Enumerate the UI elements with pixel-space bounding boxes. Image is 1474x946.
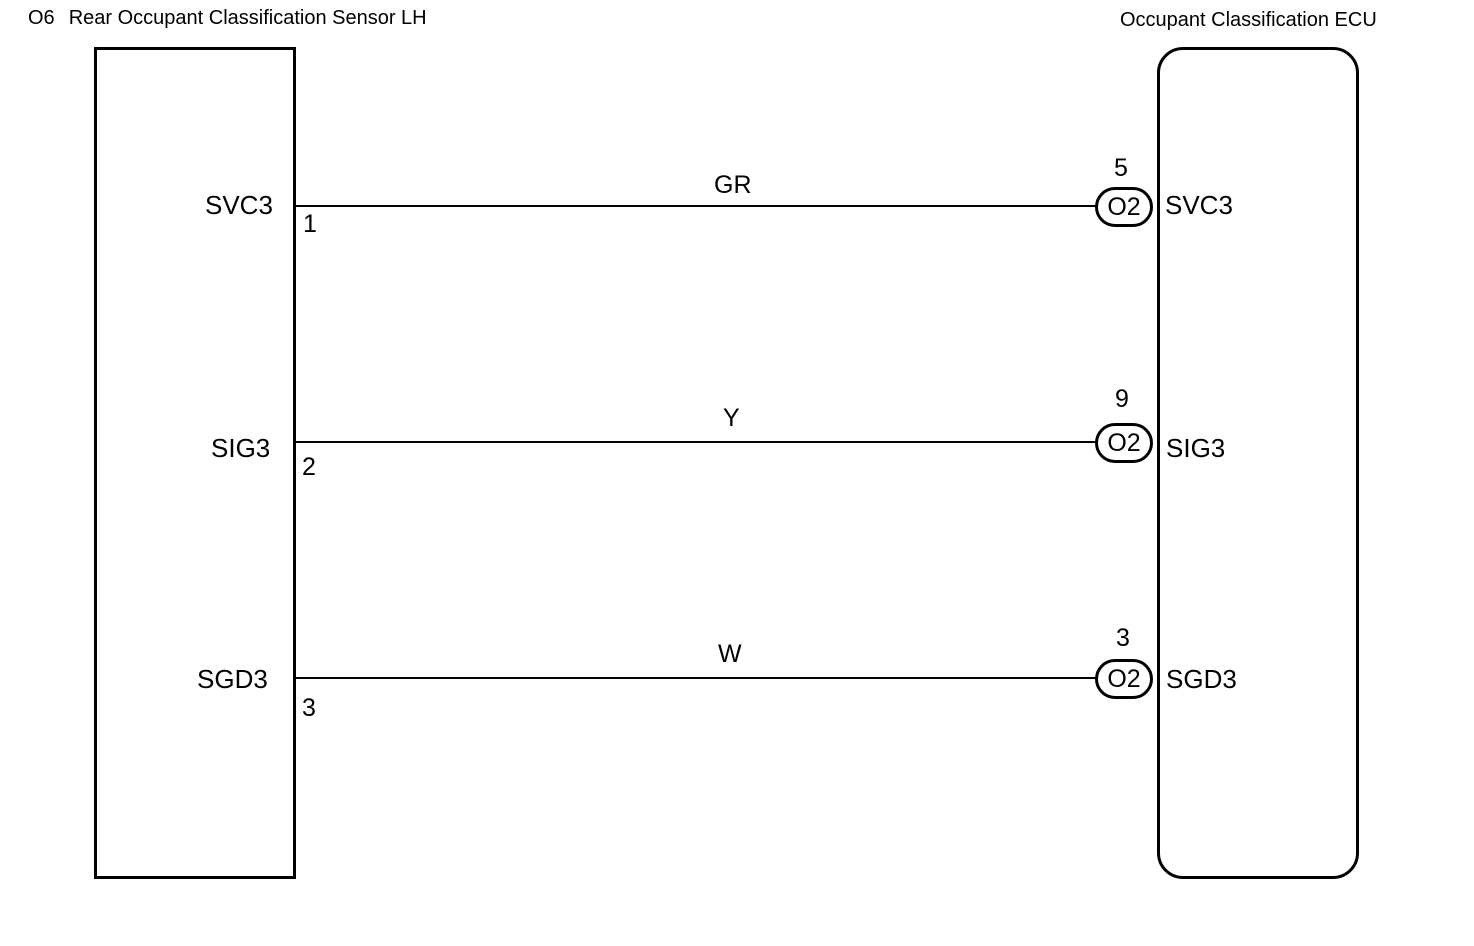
right-pin-number: 9 (1115, 385, 1129, 413)
connector-badge: O2 (1095, 423, 1153, 463)
rear-occupant-sensor-box (94, 47, 296, 879)
left-component-title: O6 Rear Occupant Classification Sensor LH (28, 8, 427, 28)
left-component-code: O6 (28, 7, 55, 29)
connector-badge: O2 (1095, 187, 1153, 227)
left-pin-number: 1 (303, 210, 317, 238)
wire-color-label: GR (714, 171, 752, 199)
right-terminal-label: SIG3 (1166, 433, 1226, 463)
left-terminal-label: SIG3 (211, 433, 271, 463)
right-component-name: Occupant Classification ECU (1120, 9, 1377, 31)
wire-color-label: Y (723, 404, 740, 432)
left-terminal-label: SGD3 (197, 664, 268, 694)
connector-badge: O2 (1095, 659, 1153, 699)
wire-color-label: W (718, 640, 742, 668)
wire-line (293, 677, 1097, 679)
left-pin-number: 3 (302, 694, 316, 722)
left-component-name: Rear Occupant Classification Sensor LH (68, 7, 427, 29)
left-terminal-label: SVC3 (205, 190, 273, 220)
right-pin-number: 3 (1116, 624, 1130, 652)
occupant-classification-ecu-box (1157, 47, 1359, 879)
right-pin-number: 5 (1114, 154, 1128, 182)
right-terminal-label: SGD3 (1166, 664, 1237, 694)
wire-line (293, 441, 1097, 443)
right-terminal-label: SVC3 (1165, 190, 1233, 220)
left-pin-number: 2 (302, 453, 316, 481)
wire-line (293, 205, 1097, 207)
